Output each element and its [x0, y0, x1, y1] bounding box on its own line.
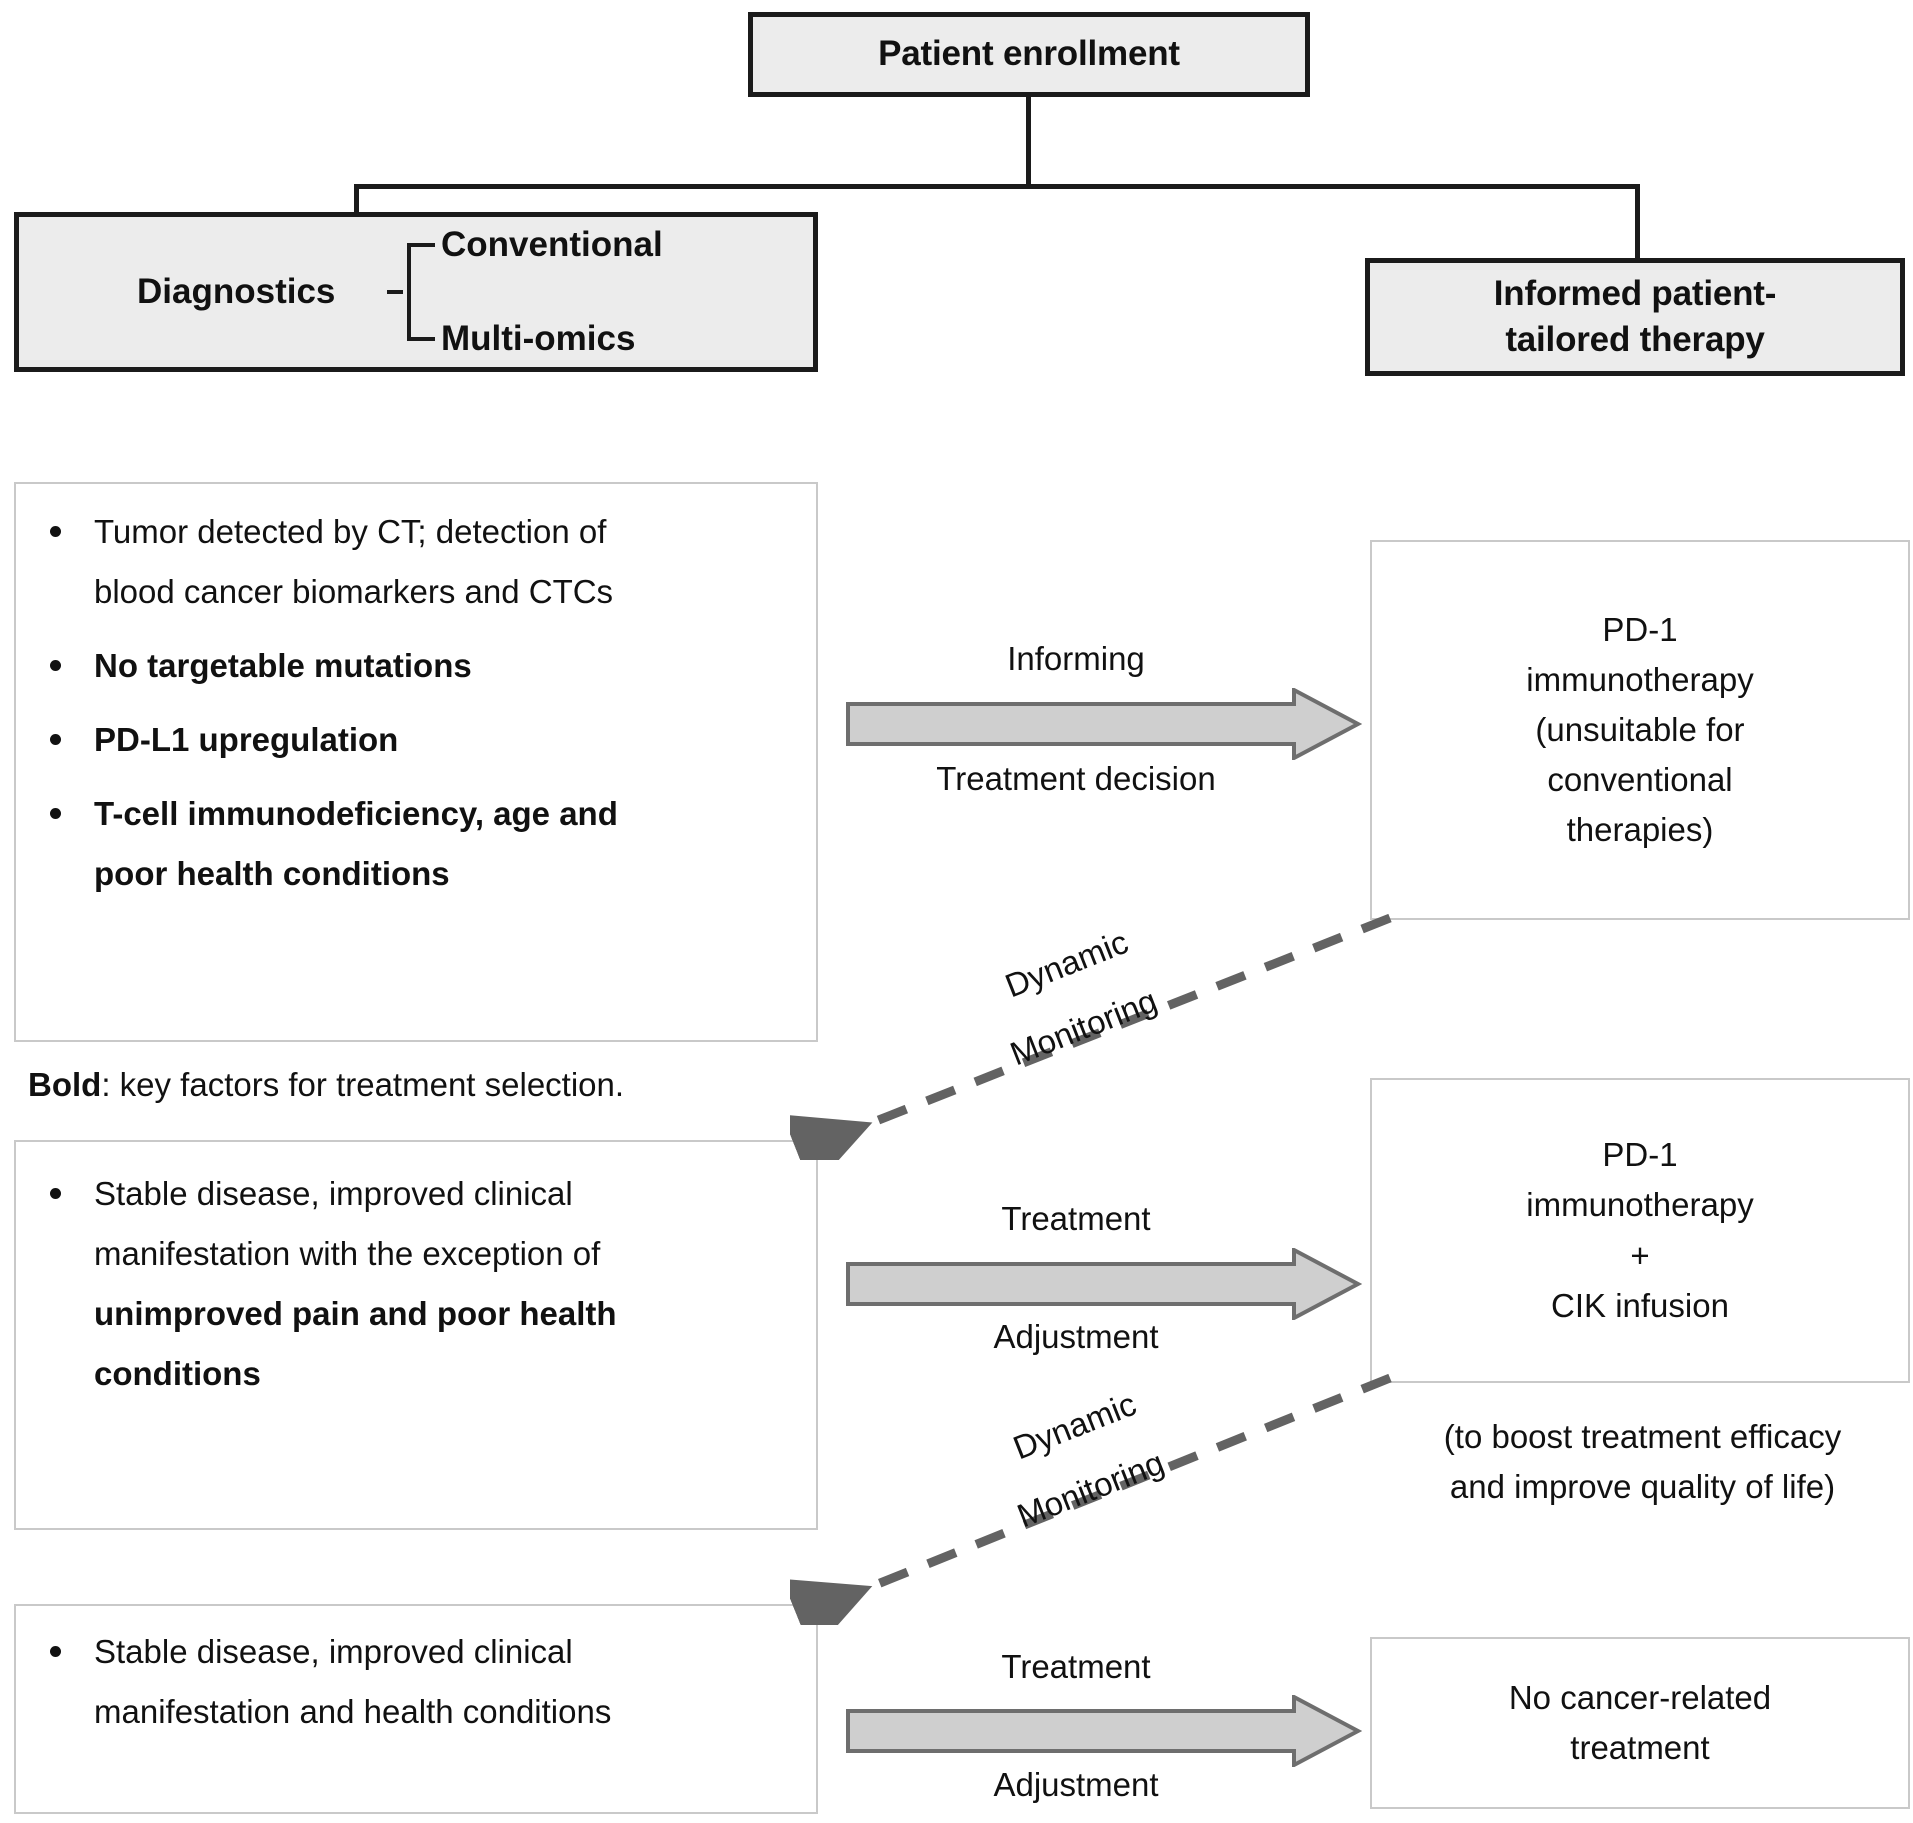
arrow-treatment-2-label-above: Treatment [1001, 1648, 1151, 1685]
arrow-treatment-2-label-below: Adjustment [993, 1766, 1159, 1803]
therapy-title-line-2: tailored therapy [1505, 320, 1765, 359]
brace-icon [407, 243, 435, 341]
findings-3-list: Stable disease, improved clinical manife… [16, 1606, 816, 1742]
list-item: Stable disease, improved clinical manife… [16, 1164, 654, 1404]
node-informed-tailored-therapy-label: Informed patient- tailored therapy [1493, 271, 1777, 363]
list-item: Stable disease, improved clinical manife… [16, 1622, 654, 1742]
connector-horizontal-bar [354, 184, 1640, 189]
arrow-informing [846, 688, 1362, 760]
box-therapy-3-text: No cancer-related treatment [1508, 1678, 1772, 1766]
box-therapy-2-text: PD-1 immunotherapy + CIK infusion [1526, 1136, 1754, 1324]
legend-bold-note: Bold: key factors for treatment selectio… [28, 1062, 828, 1108]
arrow-informing-label-below: Treatment decision [936, 760, 1216, 797]
node-patient-enrollment-label: Patient enrollment [878, 34, 1180, 74]
arrow-treatment-1-label-above: Treatment [1001, 1200, 1151, 1237]
box-findings-1[interactable]: Tumor detected by CT; detection of blood… [14, 482, 818, 1042]
arrow-treatment-1-label-below: Adjustment [993, 1318, 1159, 1355]
connector-right-drop [1635, 184, 1640, 262]
node-patient-enrollment[interactable]: Patient enrollment [748, 12, 1310, 97]
therapy-title-line-1: Informed patient- [1493, 273, 1777, 313]
legend-bold-word: Bold [28, 1066, 102, 1103]
list-item: T-cell immunodeficiency, age and poor he… [16, 784, 634, 904]
arrow-treatment-adjustment-1 [846, 1248, 1362, 1320]
findings-2-list: Stable disease, improved clinical manife… [16, 1142, 816, 1404]
node-informed-tailored-therapy[interactable]: Informed patient- tailored therapy [1365, 258, 1905, 376]
connector-left-drop [354, 184, 359, 216]
diagnostics-option-conventional: Conventional [441, 225, 663, 264]
findings-1-list: Tumor detected by CT; detection of blood… [16, 484, 816, 904]
findings-2-plain: Stable disease, improved clinical manife… [94, 1175, 601, 1273]
box-therapy-3[interactable]: No cancer-related treatment [1370, 1637, 1910, 1809]
box-therapy-2[interactable]: PD-1 immunotherapy + CIK infusion [1370, 1078, 1910, 1383]
arrow-informing-label-above: Informing [1007, 640, 1145, 677]
box-therapy-1[interactable]: PD-1 immunotherapy (unsuitable for conve… [1370, 540, 1910, 920]
node-diagnostics[interactable]: Diagnostics Conventional Multi-omics [14, 212, 818, 372]
box-findings-3[interactable]: Stable disease, improved clinical manife… [14, 1604, 818, 1814]
box-therapy-1-text: PD-1 immunotherapy (unsuitable for conve… [1526, 610, 1754, 849]
diagnostics-option-multi-omics: Multi-omics [441, 319, 636, 358]
arrow-treatment-adjustment-2 [846, 1695, 1362, 1767]
findings-2-bold: unimproved pain and poor health conditio… [94, 1295, 617, 1393]
list-item: PD-L1 upregulation [16, 710, 816, 770]
node-diagnostics-label: Diagnostics [137, 272, 336, 311]
connector-top-stem [1026, 95, 1031, 187]
list-item: No targetable mutations [16, 636, 816, 696]
box-findings-2[interactable]: Stable disease, improved clinical manife… [14, 1140, 818, 1530]
therapy-2-caption: (to boost treatment efficacy and improve… [1443, 1418, 1842, 1505]
legend-rest: : key factors for treatment selection. [101, 1066, 625, 1103]
brace-stem [387, 290, 403, 294]
list-item: Tumor detected by CT; detection of blood… [16, 502, 654, 622]
